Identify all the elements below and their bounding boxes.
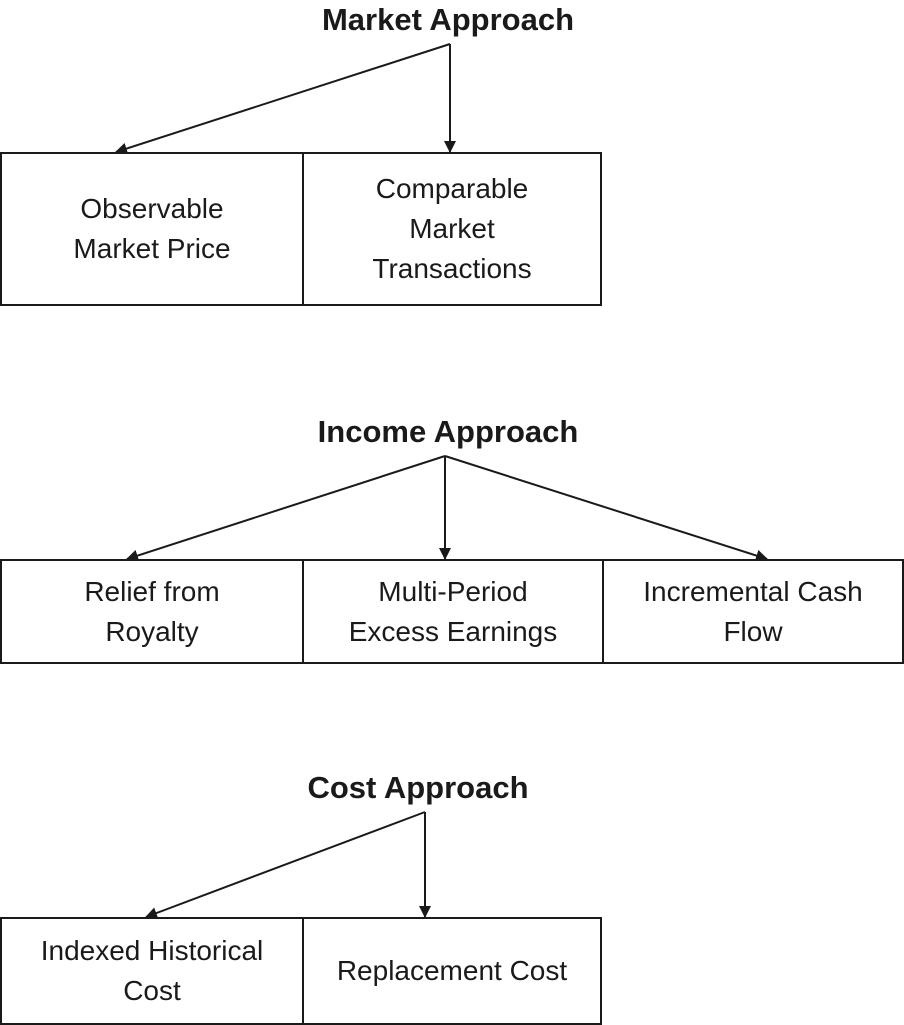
income-approach-boxes: Relief from Royalty Multi-Period Excess … bbox=[0, 559, 904, 664]
box-multi-period-excess-earnings: Multi-Period Excess Earnings bbox=[302, 561, 602, 662]
income-arrow-relief bbox=[126, 455, 446, 562]
box-incremental-cash-flow: Incremental Cash Flow bbox=[602, 561, 902, 662]
market-arrow-observable bbox=[115, 43, 451, 155]
box-observable-market-price: Observable Market Price bbox=[73, 193, 231, 264]
box-relief-from-royalty: Relief from Royalty bbox=[84, 575, 220, 647]
box-comparable-market-transactions: Comparable Market Transactions bbox=[302, 154, 600, 304]
cost-approach-boxes: Indexed Historical Cost Replacement Cost bbox=[0, 917, 602, 1025]
box-replacement-cost: Replacement Cost bbox=[302, 919, 600, 1023]
market-approach-heading: Market Approach bbox=[321, 2, 575, 37]
box-indexed-historical-cost: Indexed Historical Cost bbox=[40, 935, 264, 1006]
cost-approach-heading: Cost Approach bbox=[307, 770, 529, 805]
income-approach-heading: Income Approach bbox=[317, 414, 579, 449]
income-arrow-incremental bbox=[444, 455, 768, 562]
cost-arrow-indexed bbox=[145, 811, 426, 919]
market-approach-boxes: Observable Market Price Comparable Marke… bbox=[0, 152, 602, 306]
